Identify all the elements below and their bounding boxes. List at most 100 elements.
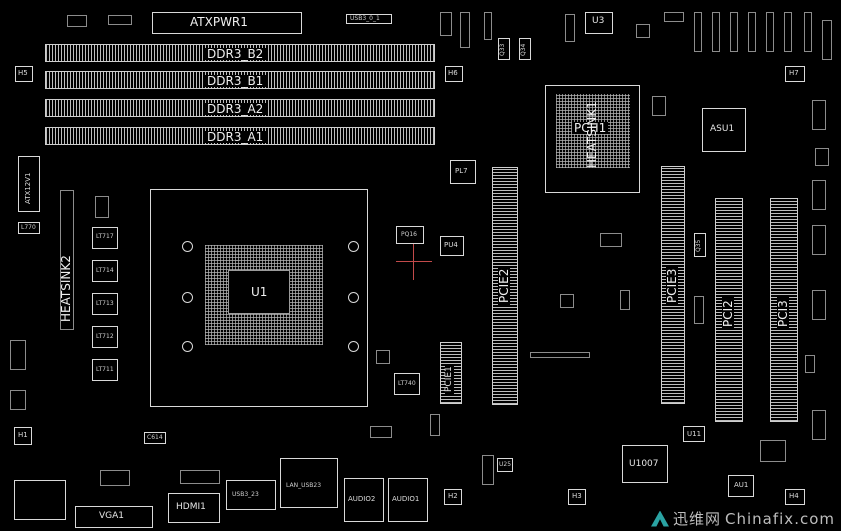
pcie1-label: PCIE1 <box>444 364 454 394</box>
asu1-chip[interactable] <box>702 108 746 152</box>
lt717-label: LT717 <box>96 233 114 240</box>
l770-inductor[interactable] <box>18 222 40 234</box>
component-outline <box>430 414 440 436</box>
q33-transistor[interactable] <box>498 38 510 60</box>
component-outline <box>712 12 720 52</box>
audio1-label: AUDIO1 <box>392 495 420 503</box>
component-outline <box>822 20 832 60</box>
au1-label: AU1 <box>734 481 749 489</box>
component-outline <box>730 12 738 52</box>
q35-transistor[interactable] <box>694 233 706 257</box>
component-outline <box>370 426 392 438</box>
usb3-0-1-header[interactable] <box>346 14 392 24</box>
vga1-connector[interactable] <box>75 506 153 528</box>
cpu-socket-center <box>228 270 290 314</box>
pl7-label: PL7 <box>455 167 468 175</box>
component-outline <box>560 294 574 308</box>
component-outline <box>440 12 452 36</box>
u3-label: U3 <box>592 16 605 26</box>
q34-label: Q34 <box>520 43 527 56</box>
component-outline <box>530 352 590 358</box>
q35-label: Q35 <box>695 239 702 252</box>
component-outline <box>784 12 792 52</box>
component-outline <box>664 12 684 22</box>
u25-label: U25 <box>499 461 512 468</box>
lt714-inductor[interactable] <box>92 260 118 282</box>
audio2-connector[interactable] <box>344 478 384 522</box>
u11-label: U11 <box>687 430 702 438</box>
h4-mount-hole[interactable] <box>785 489 805 505</box>
usb3-0-1-label: USB3_0_1 <box>350 15 380 22</box>
crosshair-h <box>396 261 432 262</box>
component-outline <box>812 180 826 210</box>
u1007-label: U1007 <box>629 459 659 469</box>
ddr3-b1-label: DDR3_B1 <box>204 75 267 87</box>
pch1-chip[interactable] <box>545 85 640 193</box>
watermark-cn-text: 迅维网 <box>673 510 722 528</box>
h6-mount-hole[interactable] <box>445 66 463 82</box>
u1-label: U1 <box>251 285 268 299</box>
heatsink2-outline <box>60 190 74 330</box>
lan-usb23-connector[interactable] <box>280 458 338 508</box>
component-outline <box>460 12 470 48</box>
ddr3-a1-label: DDR3_A1 <box>204 131 267 143</box>
lt711-inductor[interactable] <box>92 359 118 381</box>
usb3-23-label: USB3_23 <box>232 491 259 498</box>
component-outline <box>652 96 666 116</box>
h1-label: H1 <box>18 431 28 439</box>
u11-chip[interactable] <box>683 426 705 442</box>
h7-mount-hole[interactable] <box>785 66 805 82</box>
component-outline <box>67 15 87 27</box>
lt712-label: LT712 <box>96 333 114 340</box>
component-outline <box>805 355 815 373</box>
q34-transistor[interactable] <box>519 38 531 60</box>
u25-chip[interactable] <box>497 458 513 472</box>
hdmi1-connector[interactable] <box>168 493 220 523</box>
watermark: 迅维网 Chinafix.com <box>651 508 835 529</box>
lt712-inductor[interactable] <box>92 326 118 348</box>
hdmi1-label: HDMI1 <box>176 502 206 512</box>
audio1-connector[interactable] <box>388 478 428 522</box>
lt717-inductor[interactable] <box>92 227 118 249</box>
pl7-inductor[interactable] <box>450 160 476 184</box>
component-outline <box>812 410 826 440</box>
component-outline <box>100 470 130 486</box>
u1007-chip[interactable] <box>622 445 668 483</box>
usb3-23-connector[interactable] <box>226 480 276 510</box>
component-outline <box>760 440 786 462</box>
component-outline <box>482 455 494 485</box>
pci3-label: PCI3 <box>776 297 790 330</box>
lt740-inductor[interactable] <box>394 373 420 395</box>
h2-label: H2 <box>448 492 458 500</box>
h1-mount-hole[interactable] <box>14 427 32 445</box>
pu4-controller[interactable] <box>440 236 464 256</box>
lt713-inductor[interactable] <box>92 293 118 315</box>
u3-chip[interactable] <box>585 12 613 34</box>
ps2-connector[interactable] <box>14 480 66 520</box>
socket-hole-br <box>348 341 359 352</box>
component-outline <box>484 12 492 40</box>
component-outline <box>694 296 704 324</box>
pci2-label: PCI2 <box>721 297 735 330</box>
heatsink1-label: HEATSINK1 <box>585 101 599 168</box>
socket-hole-ml <box>182 292 193 303</box>
pcie3-label: PCIE3 <box>665 265 679 306</box>
socket-hole-tl <box>182 241 193 252</box>
pch1-label: PCH1 <box>572 121 609 135</box>
lt711-label: LT711 <box>96 366 114 373</box>
component-outline <box>620 290 630 310</box>
cpu-socket-u1[interactable] <box>150 189 368 407</box>
atxpwr1-connector[interactable] <box>152 12 302 34</box>
h3-mount-hole[interactable] <box>568 489 586 505</box>
heatsink2-label: HEATSINK2 <box>59 255 73 322</box>
h5-mount-hole[interactable] <box>15 66 33 82</box>
atx12v1-label: ATX12V1 <box>24 172 32 204</box>
pq16-mosfet[interactable] <box>396 226 424 244</box>
atx12v1-connector[interactable] <box>18 156 40 212</box>
h2-mount-hole[interactable] <box>444 489 462 505</box>
au1-chip[interactable] <box>728 475 754 497</box>
component-outline <box>812 290 826 320</box>
component-outline <box>95 196 109 218</box>
component-outline <box>180 470 220 484</box>
c614-capacitor[interactable] <box>144 432 166 444</box>
